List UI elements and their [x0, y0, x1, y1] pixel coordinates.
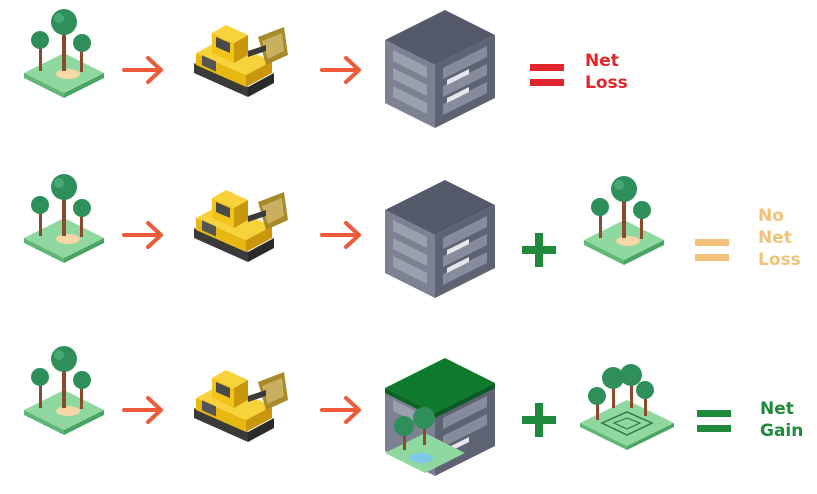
result-line: Net [758, 228, 792, 248]
plus-icon [522, 403, 556, 437]
result-net-loss: Net Loss [585, 50, 628, 94]
equals-icon [530, 64, 564, 86]
forest-patch-icon [24, 9, 104, 98]
result-line: No [758, 206, 784, 226]
bulldozer-icon [194, 190, 288, 262]
forest-patch-icon [24, 174, 104, 263]
result-line: Net [585, 51, 619, 71]
result-line: Loss [585, 73, 628, 93]
forest-patch-icon [24, 346, 104, 435]
building-icon [385, 180, 495, 298]
result-net-gain: Net Gain [760, 398, 803, 442]
row-net-gain: Net Gain [0, 330, 817, 480]
result-line: Loss [758, 250, 801, 270]
arrow-right-icon [122, 221, 163, 249]
arrow-right-icon [320, 396, 361, 424]
equals-icon [697, 410, 731, 432]
result-line: Net [760, 399, 794, 419]
result-no-net-loss: No Net Loss [758, 205, 801, 271]
plus-icon [522, 233, 556, 267]
result-line: Gain [760, 421, 804, 441]
row-no-net-loss: No Net Loss [0, 165, 817, 315]
arrow-right-icon [122, 56, 163, 84]
building-icon [385, 10, 495, 128]
forest-patch-icon [584, 176, 664, 265]
equals-icon [695, 239, 729, 261]
green-roof-building-icon [385, 358, 495, 476]
bulldozer-icon [194, 370, 288, 442]
arrow-right-icon [320, 56, 361, 84]
bulldozer-icon [194, 25, 288, 97]
row-net-loss: Net Loss [0, 0, 817, 150]
arrow-right-icon [320, 221, 361, 249]
arrow-right-icon [122, 396, 163, 424]
park-icon [579, 363, 674, 451]
